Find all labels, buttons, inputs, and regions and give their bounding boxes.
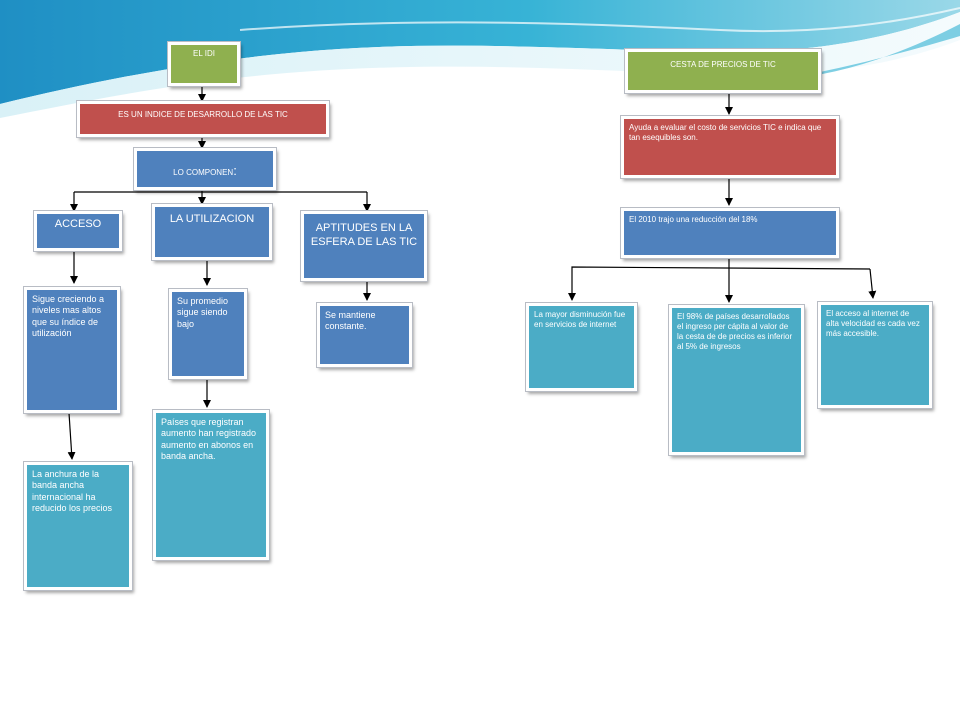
node-aptitudes-detail-text: Se mantiene constante. xyxy=(325,310,376,332)
node-definition: ES UN INDICE DE DESARROLLO DE LAS TIC xyxy=(76,100,330,138)
node-components-colon: : xyxy=(233,163,237,178)
node-utilizacion-detail-text: Su promedio sigue siendo bajo xyxy=(177,296,229,329)
node-acceso-label: ACCESO xyxy=(54,218,102,230)
node-fact-high-speed-internet-text: El acceso al internet de alta velocidad … xyxy=(826,309,920,338)
node-bandwidth-detail-text: La anchura de la banda ancha internacion… xyxy=(32,469,113,513)
node-acceso: ACCESO xyxy=(33,210,123,252)
node-acceso-detail-text: Sigue creciendo a niveles mas altos que … xyxy=(32,294,105,338)
node-cesta-summary-text: El 2010 trajo una reducción del 18% xyxy=(629,215,758,224)
arrow-acceso-detail-to-bandwidth xyxy=(67,412,76,460)
node-bandwidth-detail: La anchura de la banda ancha internacion… xyxy=(23,461,133,591)
node-cesta-description-text: Ayuda a evaluar el costo de servicios TI… xyxy=(629,123,822,142)
bracket-summary xyxy=(571,266,871,270)
node-definition-label: ES UN INDICE DE DESARROLLO DE LAS TIC xyxy=(118,110,288,119)
node-aptitudes: APTITUDES EN LA ESFERA DE LAS TIC xyxy=(300,210,428,282)
node-cesta-label: CESTA DE PRECIOS DE TIC xyxy=(670,60,776,69)
node-components-label: LO COMPONEN xyxy=(173,168,234,177)
node-utilizacion: LA UTILIZACION xyxy=(151,203,273,261)
node-fact-developed-countries: El 98% de países desarrollados el ingres… xyxy=(668,304,805,456)
node-fact-developed-countries-text: El 98% de países desarrollados el ingres… xyxy=(677,312,793,351)
arrow-to-fact-3 xyxy=(868,268,877,299)
header-wave xyxy=(0,0,960,104)
node-cesta-summary: El 2010 trajo una reducción del 18% xyxy=(620,207,840,259)
node-cesta: CESTA DE PRECIOS DE TIC xyxy=(624,48,822,94)
node-fact-internet-services-text: La mayor disminución fue en servicios de… xyxy=(534,310,626,329)
node-cesta-description: Ayuda a evaluar el costo de servicios TI… xyxy=(620,115,840,179)
node-el-idi: EL IDI xyxy=(167,41,241,87)
node-components: LO COMPONEN: xyxy=(133,147,277,191)
node-acceso-detail: Sigue creciendo a niveles mas altos que … xyxy=(23,286,121,414)
node-utilizacion-detail: Su promedio sigue siendo bajo xyxy=(168,288,248,380)
node-countries-detail-text: Países que registran aumento han registr… xyxy=(161,417,257,461)
node-utilizacion-label: LA UTILIZACION xyxy=(169,213,255,225)
node-aptitudes-label: APTITUDES EN LA ESFERA DE LAS TIC xyxy=(310,222,418,248)
node-countries-detail: Países que registran aumento han registr… xyxy=(152,409,270,561)
header-wave-light xyxy=(0,12,960,118)
node-fact-internet-services: La mayor disminución fue en servicios de… xyxy=(525,302,638,392)
node-aptitudes-detail: Se mantiene constante. xyxy=(316,302,413,368)
node-el-idi-label: EL IDI xyxy=(193,49,215,58)
node-fact-high-speed-internet: El acceso al internet de alta velocidad … xyxy=(817,301,933,409)
